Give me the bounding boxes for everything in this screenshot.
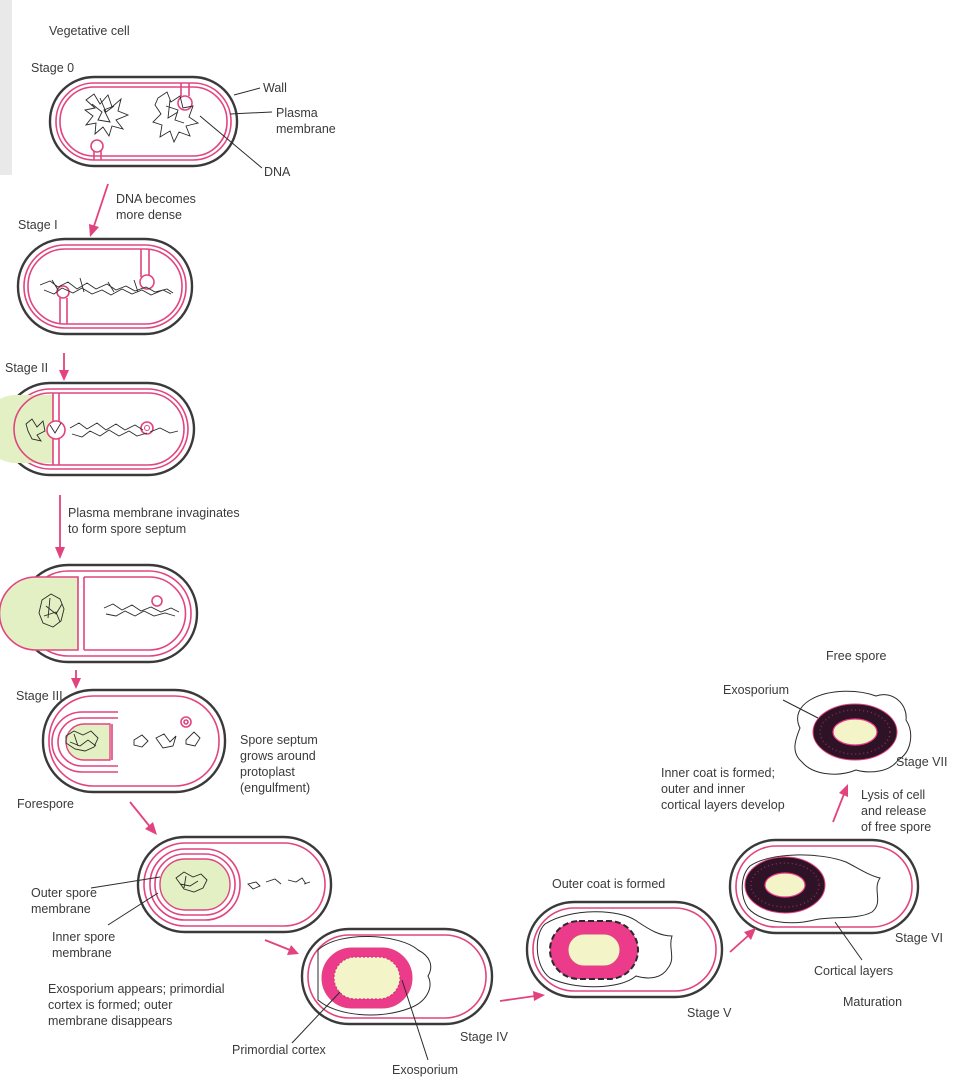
label-maturation: Maturation (843, 995, 902, 1009)
label-stage-1: Stage I (18, 218, 58, 232)
label-cortical-layers: Cortical layers (814, 964, 893, 978)
stage-3-cell (43, 690, 225, 792)
label-invaginate-line1: Plasma membrane invaginates (68, 506, 240, 520)
arrow-forespore-to-stage4 (265, 940, 290, 950)
label-exosporium-bottom: Exosporium (392, 1063, 458, 1077)
arrow-head (55, 547, 65, 559)
label-primordial-cortex: Primordial cortex (232, 1043, 327, 1057)
label-septum-line4: (engulfment) (240, 781, 310, 795)
label-stage-4: Stage IV (460, 1030, 509, 1044)
label-exosporium-appears-line2: cortex is formed; outer (48, 998, 172, 1012)
arrow-stage6-to-stage7 (833, 794, 844, 822)
label-outer-spore-line1: Outer spore (31, 886, 97, 900)
label-exosporium-appears-line1: Exosporium appears; primordial (48, 982, 224, 996)
label-plasma-membrane-line2: membrane (276, 122, 336, 136)
label-wall: Wall (263, 81, 287, 95)
stage-2-cell (0, 383, 194, 475)
label-septum-line2: grows around (240, 749, 316, 763)
label-inner-coat-line1: Inner coat is formed; (661, 766, 775, 780)
label-dna-dense-line1: DNA becomes (116, 192, 196, 206)
forespore-cell (138, 837, 331, 932)
label-lysis-line3: of free spore (861, 820, 931, 834)
arrow-head (533, 991, 545, 1001)
label-exosporium-top: Exosporium (723, 683, 789, 697)
arrow-head (59, 370, 69, 381)
label-exosporium-appears-line3: membrane disappears (48, 1014, 172, 1028)
label-septum-line1: Spore septum (240, 733, 318, 747)
label-inner-coat-line3: cortical layers develop (661, 798, 785, 812)
arrow-stage0-to-stage1 (94, 184, 108, 226)
scan-edge-shadow (0, 0, 12, 175)
stage-7-free-spore (795, 691, 911, 774)
label-lysis-line2: and release (861, 804, 926, 818)
stage-4-cell (302, 929, 492, 1024)
label-lysis-line1: Lysis of cell (861, 788, 925, 802)
arrow-stage5-to-stage6 (730, 935, 749, 952)
arrow-head (71, 678, 81, 689)
label-septum-line3: protoplast (240, 765, 295, 779)
label-stage-6: Stage VI (895, 931, 943, 945)
arrow-stage3-to-forespore (130, 802, 151, 828)
label-stage-7: Stage VII (896, 755, 947, 769)
label-forespore: Forespore (17, 797, 74, 811)
label-invaginate-line2: to form spore septum (68, 522, 186, 536)
label-outer-spore-line2: membrane (31, 902, 91, 916)
label-plasma-membrane-line1: Plasma (276, 106, 318, 120)
stage-6-cell (730, 840, 918, 933)
label-vegetative-cell: Vegetative cell (49, 24, 130, 38)
label-inner-spore-line1: Inner spore (52, 930, 115, 944)
label-stage-5: Stage V (687, 1006, 732, 1020)
label-stage-3: Stage III (16, 689, 63, 703)
stage-5-cell (527, 902, 722, 997)
label-dna-dense-line2: more dense (116, 208, 182, 222)
label-stage-0: Stage 0 (31, 61, 74, 75)
label-outer-coat: Outer coat is formed (552, 877, 665, 891)
stage-1-cell (18, 239, 192, 334)
label-inner-spore-line2: membrane (52, 946, 112, 960)
arrow-stage4-to-stage5 (500, 996, 535, 1001)
label-dna: DNA (264, 165, 291, 179)
septum-cell (0, 565, 197, 662)
label-stage-2: Stage II (5, 361, 48, 375)
label-free-spore: Free spore (826, 649, 886, 663)
arrow-head (89, 224, 99, 237)
label-inner-coat-line2: outer and inner (661, 782, 745, 796)
stage-0-cell (50, 77, 237, 166)
